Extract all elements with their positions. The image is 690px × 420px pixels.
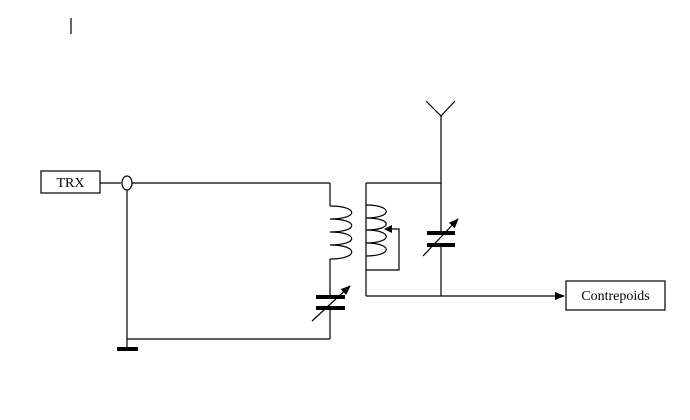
contrepoids-box: Contrepoids xyxy=(565,280,666,311)
contrepoids-label: Contrepoids xyxy=(581,289,649,304)
trx-box: TRX xyxy=(40,170,101,194)
coax-connector-icon xyxy=(121,175,133,191)
primary-variable-capacitor-icon xyxy=(311,285,351,322)
secondary-coil-icon xyxy=(365,204,387,257)
coil-tap-arrow-icon xyxy=(366,225,400,271)
primary-coil-icon xyxy=(329,205,353,260)
antenna-icon xyxy=(425,100,456,183)
trx-label: TRX xyxy=(57,176,85,191)
